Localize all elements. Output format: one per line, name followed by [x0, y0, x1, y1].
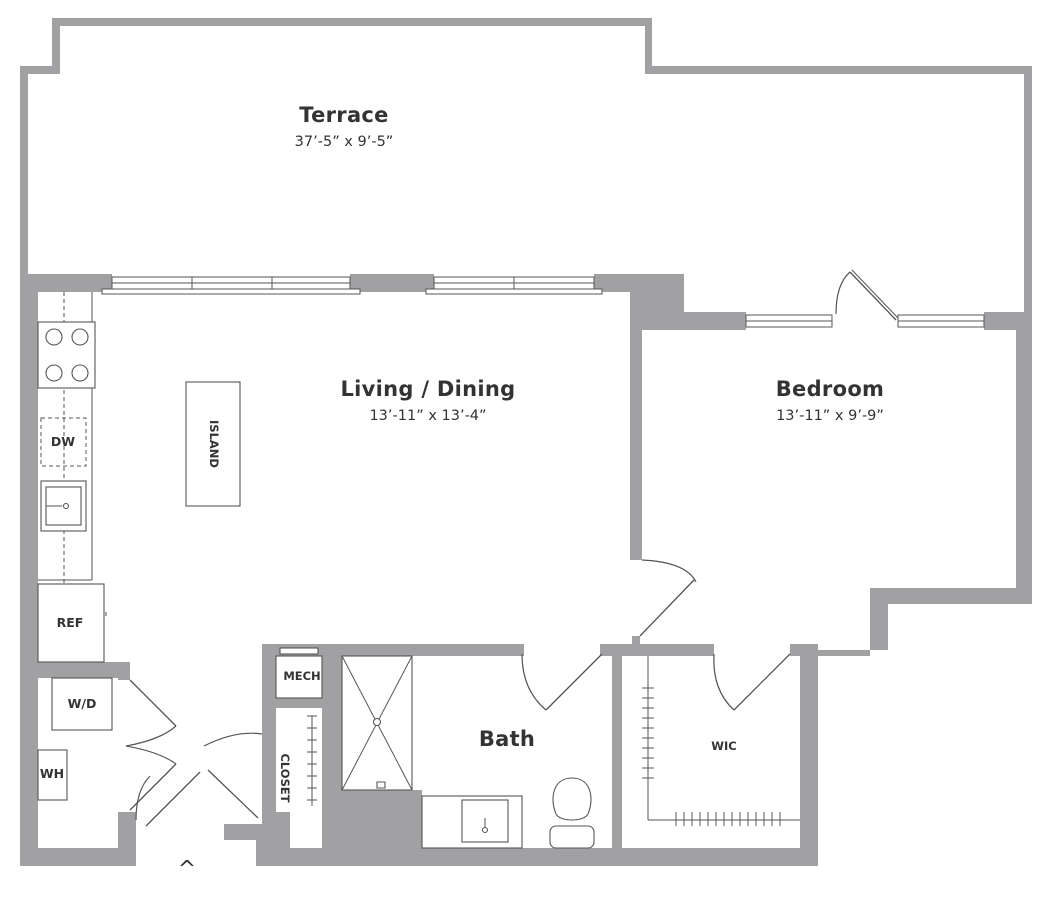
bath-door: [521, 653, 603, 711]
island-label: ISLAND: [207, 420, 221, 468]
bedroom-door: [639, 559, 697, 637]
window-living-right: [425, 276, 603, 295]
terrace-outline: [20, 18, 1032, 312]
kitchen-sink: [40, 480, 87, 532]
entry-marker: ^: [178, 857, 196, 882]
exterior-walls: [20, 274, 1032, 866]
living-dining-dims: 13’-11” x 13’-4”: [369, 408, 486, 424]
washer-dryer-label: W/D: [68, 696, 97, 711]
kitchen-island: ISLAND: [185, 381, 241, 507]
cooktop: [37, 321, 96, 389]
dishwasher-label: DW: [51, 434, 75, 449]
water-heater: WH: [37, 749, 68, 801]
interior-walls: [38, 636, 818, 848]
mech-room: MECH: [275, 647, 323, 699]
bedroom-dims: 13’-11” x 9’-9”: [776, 408, 884, 424]
bedroom-terrace-door: [835, 269, 899, 321]
wic-title: WIC: [711, 739, 736, 753]
refrigerator: REF: [37, 583, 107, 663]
washer-dryer: W/D: [51, 677, 113, 731]
window-bedroom-left: [745, 314, 833, 328]
dishwasher: DW: [40, 417, 87, 467]
wic-door: [713, 653, 791, 711]
wic-rod-vertical: [642, 687, 654, 779]
walk-in-closet: [642, 653, 800, 826]
refrigerator-label: REF: [57, 615, 84, 630]
bedroom-title: Bedroom: [776, 377, 884, 401]
shower: [341, 655, 413, 791]
wic-rod-horizontal: [675, 812, 781, 826]
terrace-title: Terrace: [299, 103, 388, 127]
terrace-dims: 37’-5” x 9’-5”: [295, 134, 394, 150]
toilet: [549, 777, 595, 849]
vanity: [421, 795, 523, 849]
mech-label: MECH: [283, 669, 320, 683]
closet: CLOSET: [278, 715, 317, 806]
living-dining-title: Living / Dining: [340, 377, 515, 401]
bath-title: Bath: [479, 727, 535, 751]
window-living-left: [101, 276, 361, 295]
closet-label: CLOSET: [278, 753, 292, 802]
entry-door: [135, 732, 263, 827]
water-heater-label: WH: [40, 766, 64, 781]
laundry-doors: [125, 679, 177, 811]
window-bedroom-right: [897, 314, 985, 328]
